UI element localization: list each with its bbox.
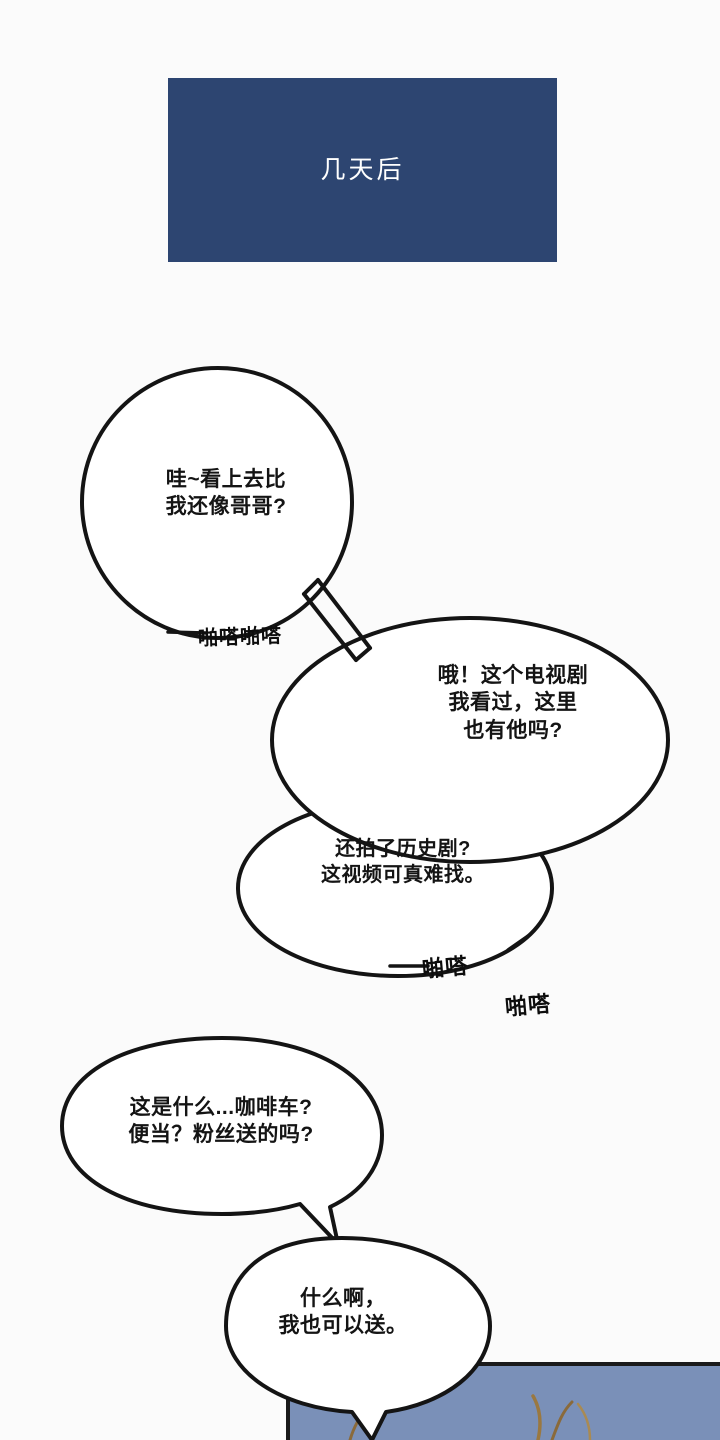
bubble-1-text: 哇~看上去比 我还像哥哥? (165, 468, 287, 519)
sound-effect-3: 啪嗒 (504, 991, 553, 1020)
bubble-4-text: 这是什么...咖啡车? 便当？粉丝送的吗? (128, 1096, 314, 1147)
bubble-5-text: 什么啊， 我也可以送。 (278, 1287, 408, 1338)
bubble-3-shape (236, 798, 554, 978)
sound-effect-2: 啪嗒 (421, 953, 470, 982)
bubble-3-text: 还拍了历史剧? 这视频可真难找。 (321, 838, 485, 886)
hair-strands-icon (348, 1394, 592, 1440)
bottom-scene-panel (286, 1362, 720, 1440)
title-card-label: 几天后 (320, 155, 405, 184)
bubble-connector-tail (302, 578, 372, 662)
bubble-2-text: 哦！这个电视剧 我看过，这里 也有他吗? (437, 664, 589, 742)
sound-effect-1: 啪嗒啪嗒 (197, 625, 283, 650)
title-card: 几天后 (168, 78, 557, 262)
